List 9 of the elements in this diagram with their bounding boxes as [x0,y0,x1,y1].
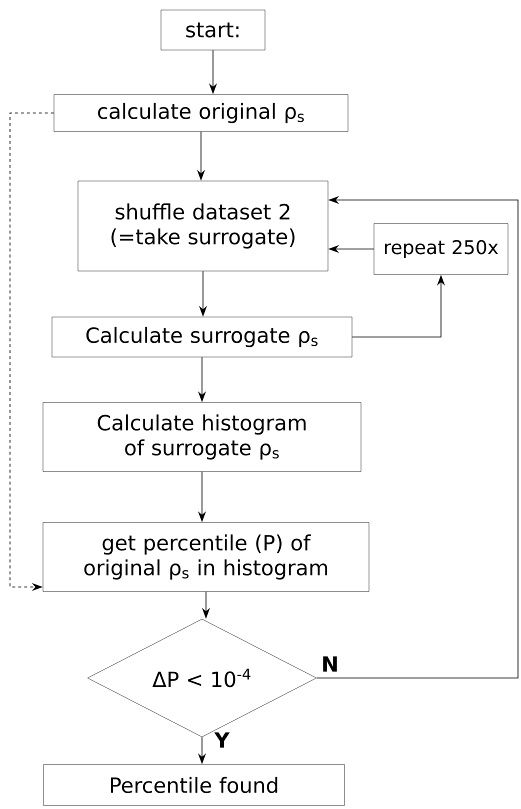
process-box: calculate original ρ$_{s}$ [54,94,348,132]
process-box: repeat 250x [374,223,508,275]
process-box: Calculate histogram of surrogate ρ$_{s}$ [42,402,362,472]
process-box: start: [160,10,266,50]
process-box: shuffle dataset 2 (=take surrogate) [78,180,328,272]
process-box: get percentile (P) of original ρ$_{s}$ in histogram [42,522,370,592]
process-box: Percentile found [43,764,345,806]
process-box: Calculate surrogate ρ$_{s}$ [52,316,352,358]
edge-label: N [320,655,340,673]
